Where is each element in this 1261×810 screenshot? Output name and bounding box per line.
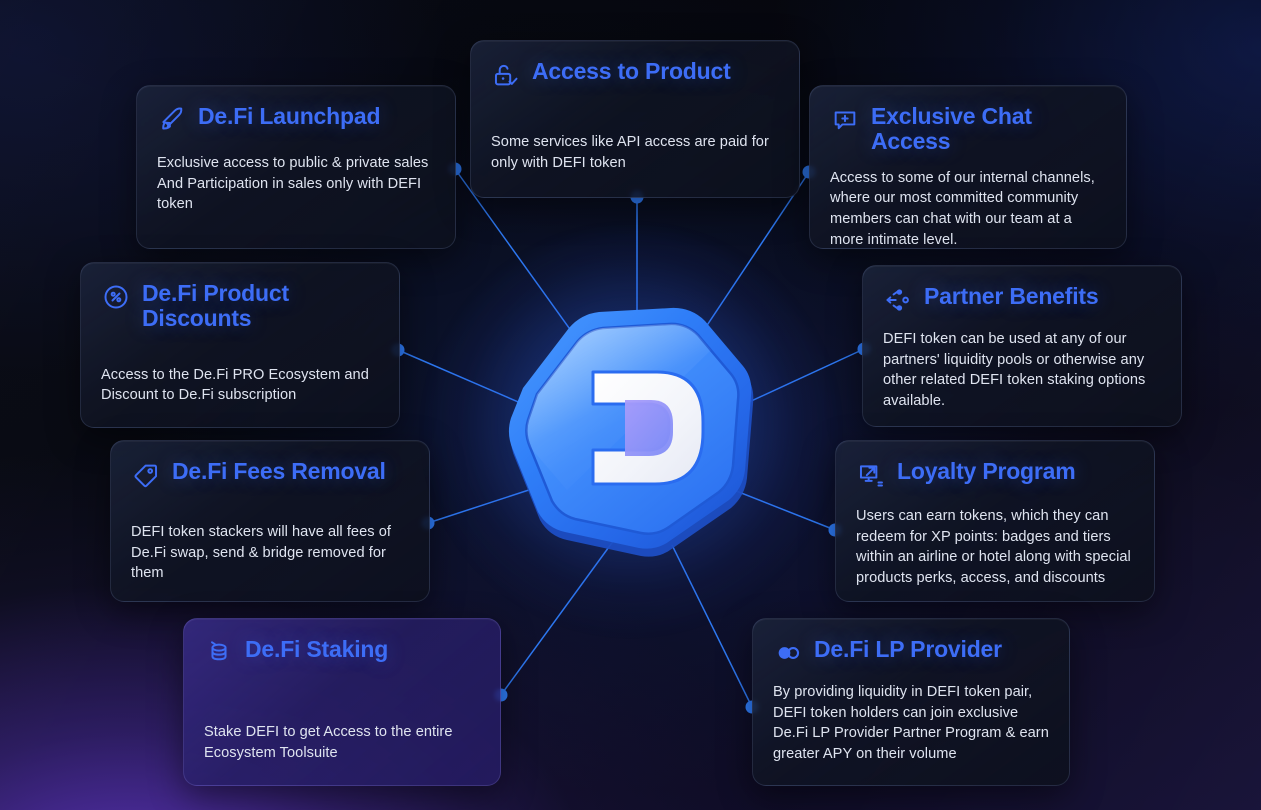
card-fees-removal[interactable]: De.Fi Fees Removal DEFI token stackers w… xyxy=(110,440,430,602)
card-title: Loyalty Program xyxy=(897,458,1076,484)
card-title: De.Fi Staking xyxy=(245,636,389,662)
card-title: Exclusive Chat Access xyxy=(871,103,1032,154)
card-header: De.Fi Launchpad xyxy=(157,104,435,135)
card-body: DEFI token stackers will have all fees o… xyxy=(131,524,391,582)
stacked-coins-icon xyxy=(204,638,234,668)
percent-circle-icon xyxy=(101,282,131,312)
card-header: De.Fi LP Provider xyxy=(773,637,1049,668)
card-body: Users can earn tokens, which they can re… xyxy=(856,508,1131,587)
card-launchpad[interactable]: De.Fi Launchpad Exclusive access to publ… xyxy=(136,85,456,249)
card-staking[interactable]: De.Fi Staking Stake DEFI to get Access t… xyxy=(183,618,501,786)
card-title: Access to Product xyxy=(532,58,731,84)
card-header: Partner Benefits xyxy=(883,284,1161,315)
price-tag-icon xyxy=(131,460,161,490)
network-branch-icon xyxy=(883,285,913,315)
card-title: De.Fi Product Discounts xyxy=(142,280,289,331)
card-header: Loyalty Program xyxy=(856,459,1134,490)
card-body: Access to the De.Fi PRO Ecosystem and Di… xyxy=(101,366,369,404)
card-body: Stake DEFI to get Access to the entire E… xyxy=(204,724,453,761)
card-access-to-product[interactable]: Access to Product Some services like API… xyxy=(470,40,800,198)
card-header: Access to Product xyxy=(491,59,779,90)
monitor-arrow-icon xyxy=(856,460,886,490)
card-title: De.Fi Fees Removal xyxy=(172,458,386,484)
card-header: De.Fi Staking xyxy=(204,637,480,668)
card-partner-benefits[interactable]: Partner Benefits DEFI token can be used … xyxy=(862,265,1182,427)
unlocked-padlock-check-icon xyxy=(491,60,521,90)
card-body: Access to some of our internal channels,… xyxy=(830,169,1095,248)
card-exclusive-chat-access[interactable]: Exclusive Chat Access Access to some of … xyxy=(809,85,1127,249)
card-body: DEFI token can be used at any of our par… xyxy=(883,331,1146,410)
two-circles-icon xyxy=(773,638,803,668)
card-loyalty-program[interactable]: Loyalty Program Users can earn tokens, w… xyxy=(835,440,1155,602)
card-header: De.Fi Fees Removal xyxy=(131,459,409,490)
card-body: By providing liquidity in DEFI token pai… xyxy=(773,684,1049,763)
card-body: Exclusive access to public & private sal… xyxy=(157,155,429,213)
card-title: De.Fi Launchpad xyxy=(198,103,381,129)
card-body: Some services like API access are paid f… xyxy=(491,134,769,171)
card-title: De.Fi LP Provider xyxy=(814,636,1002,662)
card-header: Exclusive Chat Access xyxy=(830,104,1106,154)
card-title: Partner Benefits xyxy=(924,283,1099,309)
card-lp-provider[interactable]: De.Fi LP Provider By providing liquidity… xyxy=(752,618,1070,786)
de-fi-logo xyxy=(427,230,835,632)
chat-bubble-plus-icon xyxy=(830,105,860,135)
rocket-icon xyxy=(157,105,187,135)
card-header: De.Fi Product Discounts xyxy=(101,281,379,331)
card-product-discounts[interactable]: De.Fi Product Discounts Access to the De… xyxy=(80,262,400,428)
